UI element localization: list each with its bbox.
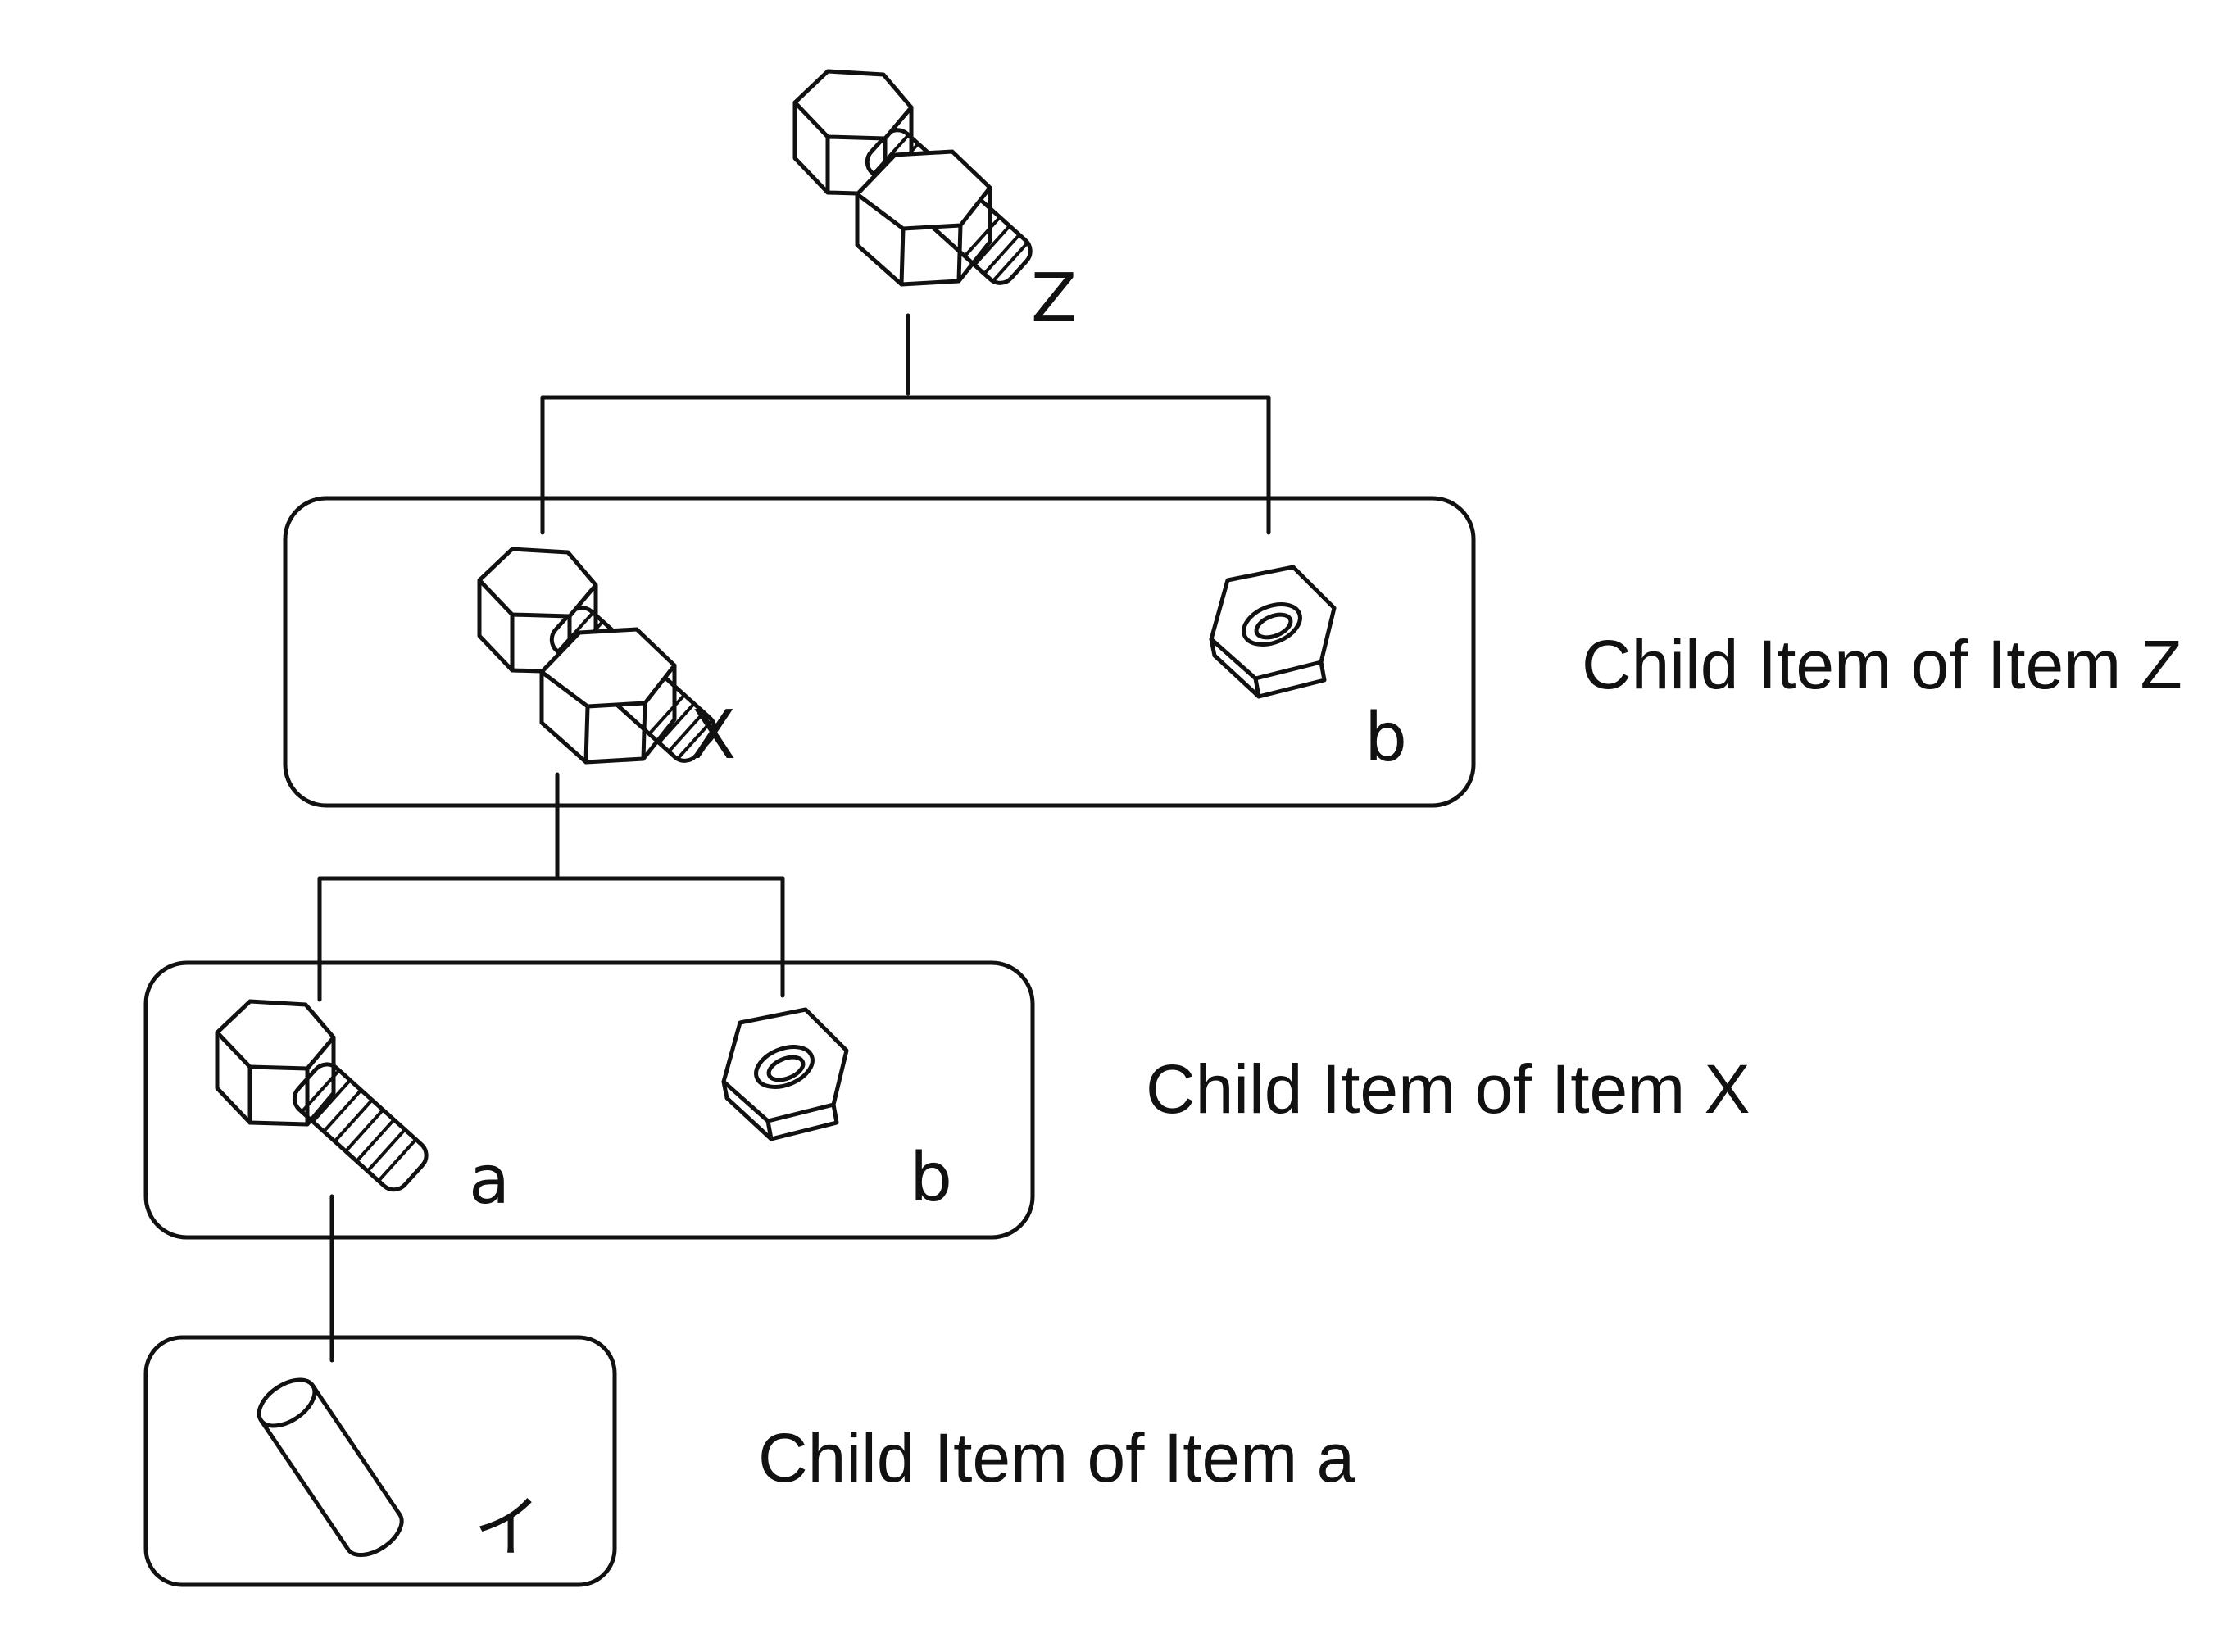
group-box bbox=[283, 496, 1476, 808]
group-box bbox=[143, 960, 1035, 1240]
group-caption: Child Item of Item a bbox=[758, 1419, 1355, 1496]
item-a-label: a bbox=[469, 1141, 510, 1219]
child-group-of-z: X b Child Item of Item Z bbox=[283, 496, 2182, 808]
item-b-label: b bbox=[1364, 699, 1407, 777]
root-item-z: Z bbox=[795, 71, 1077, 338]
cylinder-rod-icon bbox=[251, 1371, 410, 1564]
child-group-of-a: イ Child Item of Item a bbox=[143, 1335, 1355, 1587]
group-caption: Child Item of Item Z bbox=[1582, 626, 2182, 703]
child-group-of-x: a b Child Item of Item X bbox=[143, 960, 1750, 1240]
connector-x-children bbox=[317, 772, 785, 1002]
group-box bbox=[143, 1335, 617, 1587]
item-x-label: X bbox=[690, 697, 736, 774]
item-b-label: b bbox=[910, 1139, 952, 1217]
item-i-label: イ bbox=[474, 1489, 541, 1567]
root-item-label: Z bbox=[1031, 260, 1077, 338]
bolt-with-nut-icon bbox=[795, 71, 1037, 289]
bolt-with-nut-icon bbox=[479, 549, 721, 767]
hex-bolt-icon bbox=[217, 1001, 433, 1196]
hex-nut-icon bbox=[1211, 567, 1334, 697]
group-caption: Child Item of Item X bbox=[1146, 1051, 1750, 1128]
connector-z-children bbox=[540, 313, 1271, 535]
hex-nut-icon bbox=[724, 1010, 847, 1139]
